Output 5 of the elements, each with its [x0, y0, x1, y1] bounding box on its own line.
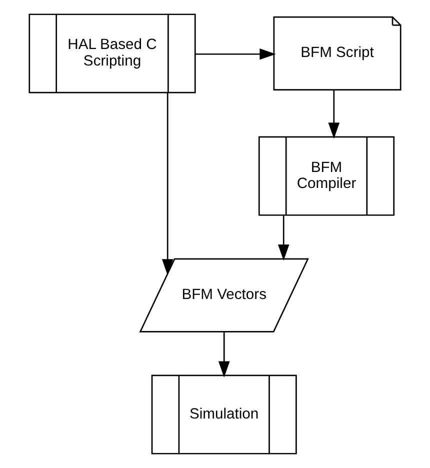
- arrow: [218, 332, 230, 378]
- arrow: [328, 90, 340, 139]
- arrow: [162, 92, 174, 276]
- arrow: [278, 216, 290, 261]
- arrow: [195, 48, 276, 60]
